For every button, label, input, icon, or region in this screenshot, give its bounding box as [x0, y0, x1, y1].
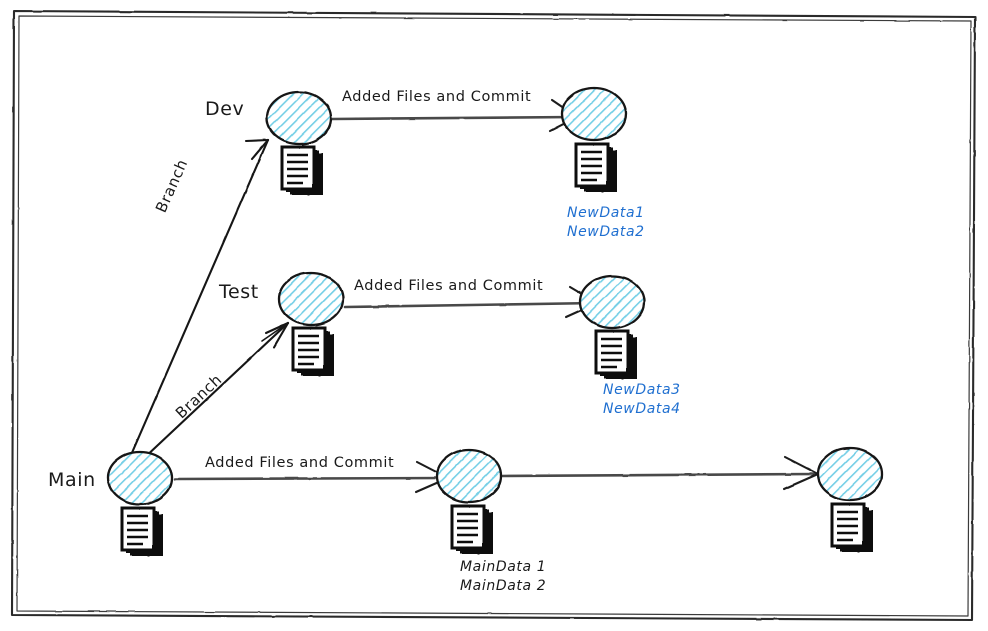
branch-label-main: Main — [48, 469, 96, 491]
data-label-newdata3: NewData3 — [603, 382, 681, 398]
diagram-frame — [10, 9, 977, 622]
edge-label-added-commit-main: Added Files and Commit — [205, 455, 395, 471]
document-stack-icon — [574, 142, 617, 192]
edge-label-added-commit-dev: Added Files and Commit — [342, 89, 532, 105]
node-test-commit-2[interactable] — [578, 274, 646, 330]
node-dev-commit-2[interactable] — [560, 86, 628, 142]
data-label-newdata2: NewData2 — [567, 224, 645, 240]
branch-arrow-main-to-dev — [129, 138, 270, 457]
document-stack-icon — [280, 145, 323, 195]
data-label-maindata1: MainData 1 — [460, 559, 547, 575]
node-main-commit-1[interactable] — [106, 450, 174, 506]
data-label-newdata1: NewData1 — [567, 205, 645, 221]
node-test-commit-1[interactable] — [277, 271, 345, 327]
data-label-newdata4: NewData4 — [603, 401, 681, 417]
document-stack-icon — [291, 326, 334, 376]
branch-label-dev: Dev — [205, 98, 245, 120]
branch-arrow-main-to-test — [140, 321, 290, 462]
edge-label-added-commit-test: Added Files and Commit — [354, 278, 544, 294]
node-main-commit-2[interactable] — [435, 448, 503, 504]
document-stack-icon — [594, 329, 637, 379]
data-label-maindata2: MainData 2 — [460, 578, 547, 594]
branch-label-test: Test — [219, 281, 259, 303]
node-main-commit-3[interactable] — [816, 446, 884, 502]
commit-arrow-main-2 — [498, 455, 820, 491]
document-stack-icon — [830, 502, 873, 552]
document-stack-icon — [120, 506, 163, 556]
node-dev-commit-1[interactable] — [265, 90, 333, 146]
document-stack-icon — [450, 504, 493, 554]
